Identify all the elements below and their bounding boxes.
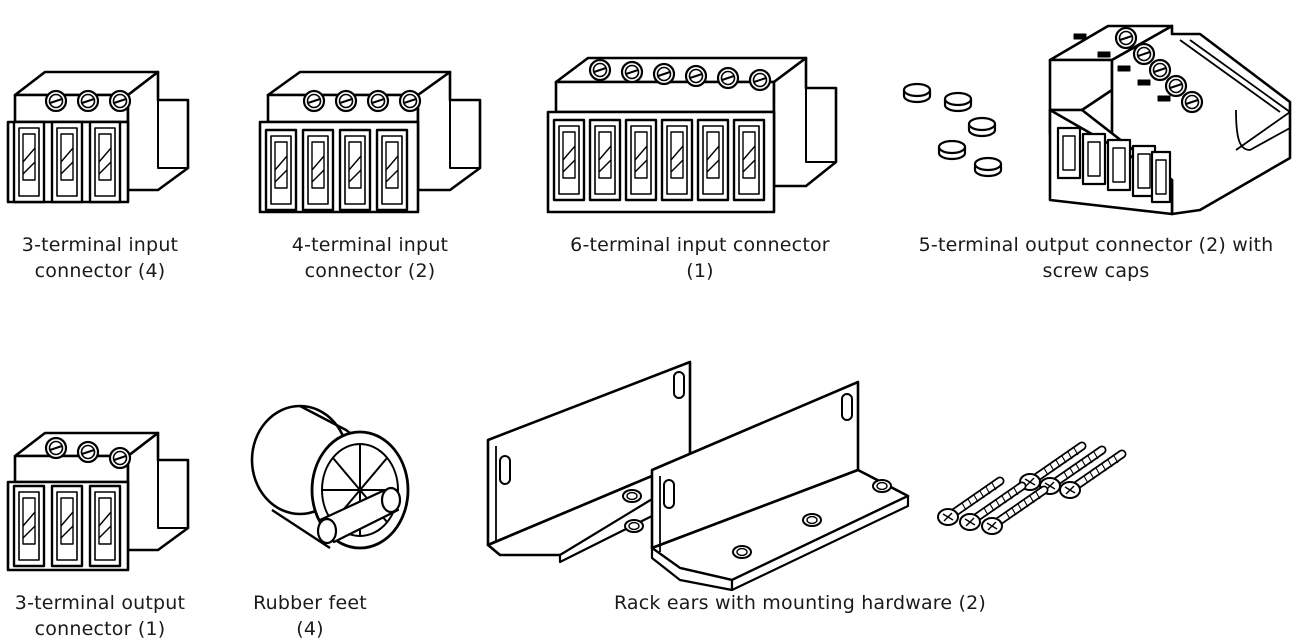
- rack-ear-back-foot-hole: [624, 519, 644, 533]
- mounting-screws: [938, 446, 1122, 534]
- caption-line: screw caps: [1042, 260, 1150, 282]
- caption-line: 4-terminal input: [291, 234, 449, 256]
- caption-5-terminal-output: 5-terminal output connector (2) with scr…: [892, 232, 1300, 284]
- caption-line: connector (1): [34, 618, 166, 640]
- connector-3-terminal-output: [6, 431, 190, 572]
- caption-line: connector (2): [304, 260, 436, 282]
- caption-rack-ears: Rack ears with mounting hardware (2): [540, 590, 1060, 616]
- connector-4-terminal-input: [258, 70, 482, 214]
- caption-line: 3-terminal input: [21, 234, 179, 256]
- connector-3-terminal-input: [6, 70, 190, 204]
- caption-line: connector (4): [34, 260, 166, 282]
- caption-line: 3-terminal output: [14, 592, 186, 614]
- connector-6-terminal-input: [546, 56, 838, 214]
- caption-line: Rack ears with mounting hardware (2): [613, 592, 987, 614]
- screw-caps: [902, 82, 1003, 178]
- rubber-foot: [250, 404, 410, 550]
- caption-rubber-feet: Rubber feet (4): [230, 590, 390, 642]
- caption-3-terminal-input: 3-terminal input connector (4): [0, 232, 200, 284]
- caption-4-terminal-input: 4-terminal input connector (2): [250, 232, 490, 284]
- caption-line: (1): [686, 260, 714, 282]
- caption-line: (4): [296, 618, 324, 640]
- caption-6-terminal-input: 6-terminal input connector (1): [540, 232, 860, 284]
- caption-3-terminal-output: 3-terminal output connector (1): [0, 590, 200, 642]
- connector-5-terminal-output: [1048, 24, 1292, 216]
- caption-line: 5-terminal output connector (2) with: [918, 234, 1274, 256]
- caption-line: Rubber feet: [253, 592, 367, 614]
- caption-line: 6-terminal input connector: [570, 234, 830, 256]
- rack-ear-front: [650, 380, 910, 592]
